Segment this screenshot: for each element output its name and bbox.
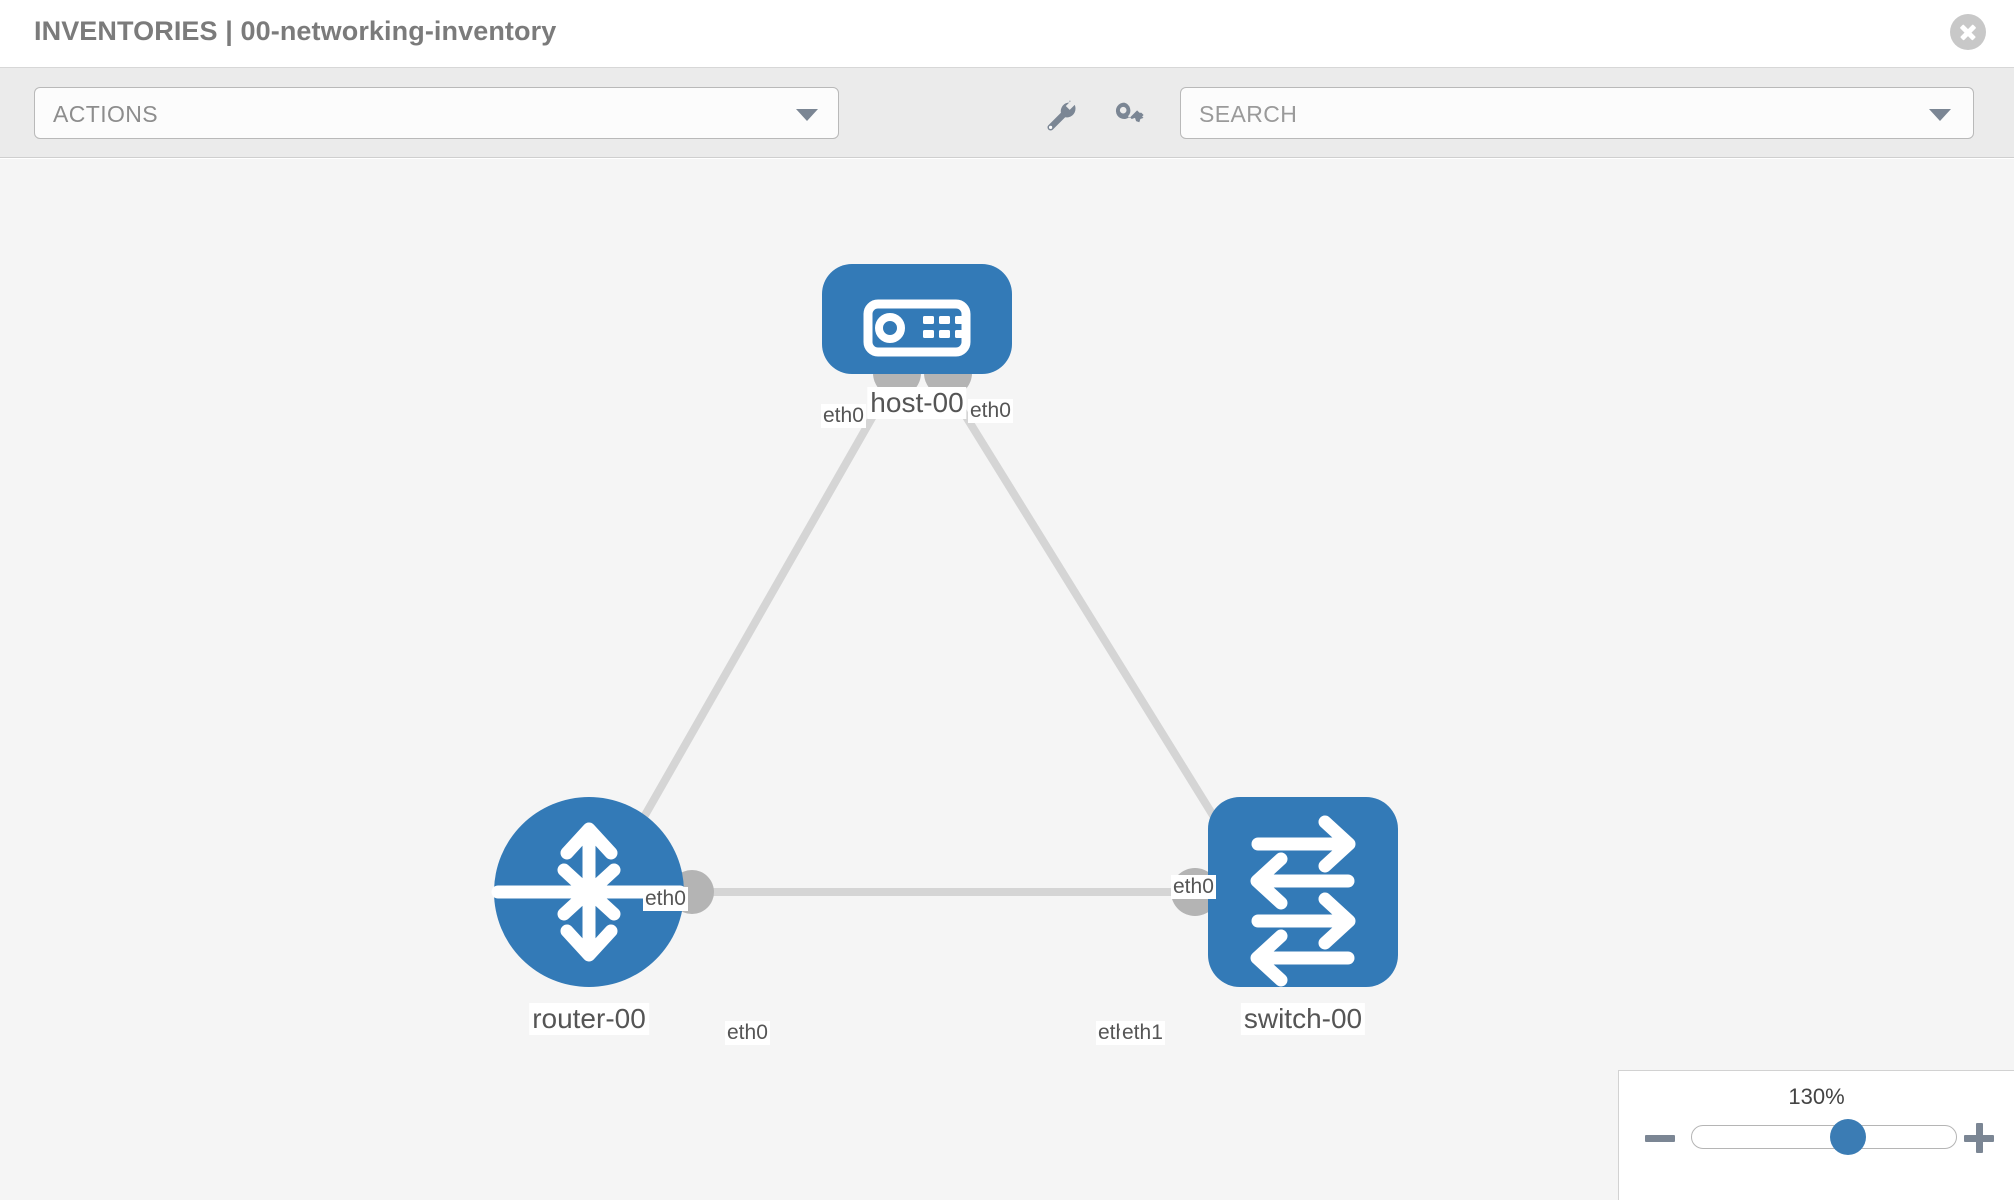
node-switch-00 — [1208, 797, 1398, 987]
node-label-switch-00: switch-00 — [1240, 1003, 1366, 1035]
topology-canvas[interactable]: host-00 router-00 switch-00 eth0 eth0 et… — [0, 159, 2014, 1200]
interface-label-host-right: eth0 — [968, 399, 1013, 423]
wrench-icon[interactable] — [1040, 95, 1080, 135]
actions-dropdown[interactable]: ACTIONS — [34, 87, 839, 139]
link-host-router — [616, 379, 897, 861]
actions-dropdown-label: ACTIONS — [53, 101, 159, 127]
link-host-switch — [940, 378, 1244, 862]
node-router-00 — [491, 797, 687, 987]
page-header: INVENTORIES | 00-networking-inventory — [0, 0, 2014, 68]
page-title: INVENTORIES | 00-networking-inventory — [34, 16, 557, 46]
interface-label-switch-horizontal: eth1 — [1120, 1021, 1165, 1045]
zoom-out-button[interactable] — [1643, 1121, 1677, 1155]
key-icon[interactable] — [1109, 95, 1149, 135]
search-placeholder: SEARCH — [1199, 101, 1298, 127]
interface-label-host-left: eth0 — [821, 404, 866, 428]
node-label-router-00: router-00 — [529, 1003, 649, 1035]
zoom-panel: 130% — [1618, 1070, 2014, 1200]
chevron-down-icon — [796, 109, 818, 121]
close-icon[interactable] — [1950, 14, 1986, 50]
interface-nubs — [670, 349, 1257, 916]
interface-label-switch-diagonal: eth0 — [1171, 875, 1216, 899]
interface-label-router-horizontal: eth0 — [725, 1021, 770, 1045]
zoom-in-button[interactable] — [1962, 1121, 1996, 1155]
zoom-slider-thumb[interactable] — [1830, 1119, 1866, 1155]
node-host-00 — [822, 264, 1012, 374]
toolbar: ACTIONS SEARCH — [0, 68, 2014, 158]
zoom-level-label: 130% — [1788, 1084, 1845, 1109]
node-label-host-00: host-00 — [867, 387, 967, 419]
topology-graph — [491, 264, 1398, 987]
interface-label-router-diagonal: eth0 — [643, 887, 688, 911]
zoom-slider[interactable] — [1691, 1119, 1957, 1155]
server-led-grid — [923, 316, 966, 338]
search-input[interactable]: SEARCH — [1180, 87, 1974, 139]
chevron-down-icon — [1929, 109, 1951, 121]
